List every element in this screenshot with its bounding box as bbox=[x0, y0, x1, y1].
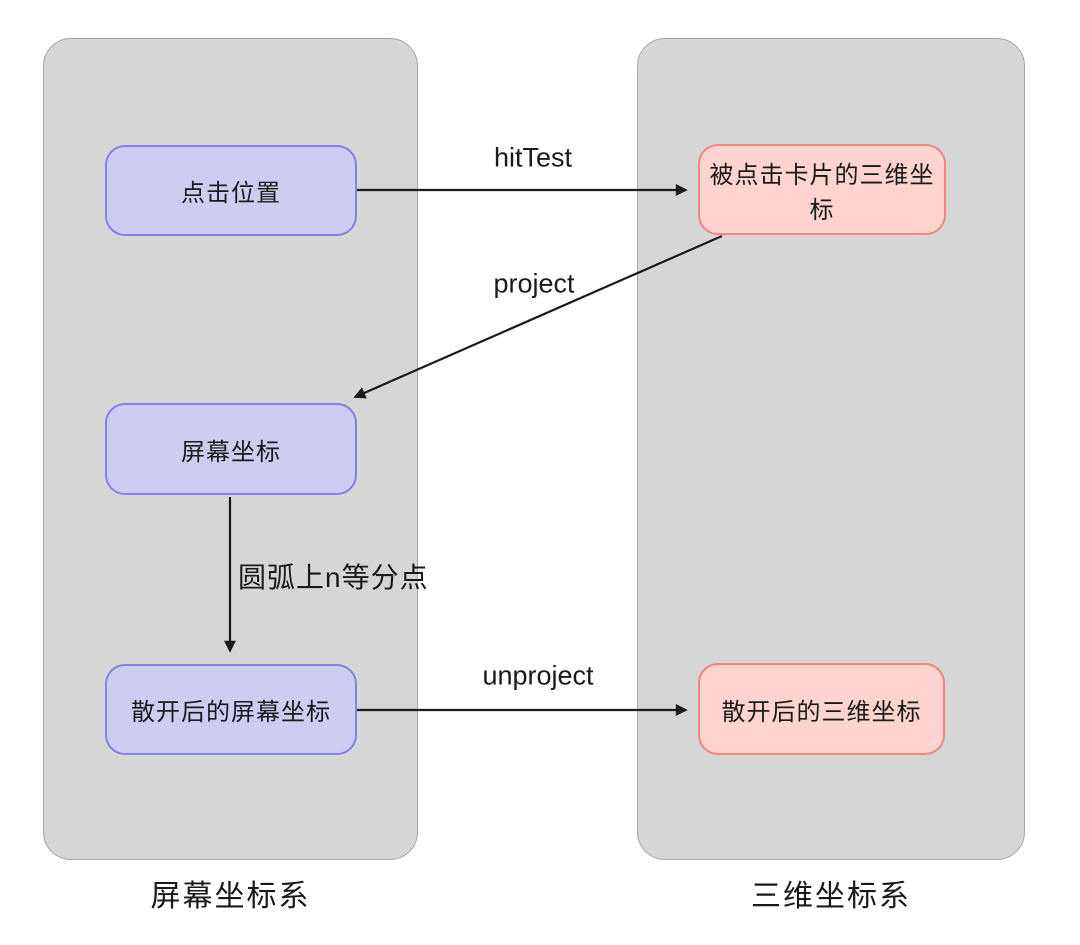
node-label: 被点击卡片的三维坐标 bbox=[709, 161, 935, 224]
node-label: 屏幕坐标 bbox=[181, 438, 281, 466]
node-label: 点击位置 bbox=[181, 180, 281, 207]
node-click-position: 点击位置 bbox=[105, 145, 357, 236]
node-label: 散开后的屏幕坐标 bbox=[131, 699, 331, 726]
caption-3d-coordinate-system: 三维坐标系 bbox=[751, 880, 911, 913]
node-scattered-3d-coord: 散开后的三维坐标 bbox=[698, 663, 945, 755]
edge-label-unproject: unproject bbox=[482, 660, 594, 691]
node-label: 散开后的三维坐标 bbox=[721, 698, 922, 726]
edge-label-project: project bbox=[493, 268, 575, 299]
edge-label-arc-n-points: 圆弧上n等分点 bbox=[238, 562, 429, 593]
node-scattered-screen-coord: 散开后的屏幕坐标 bbox=[105, 664, 357, 755]
node-clicked-card-3d-coord: 被点击卡片的三维坐标 bbox=[698, 144, 946, 235]
caption-screen-coordinate-system: 屏幕坐标系 bbox=[150, 880, 311, 913]
node-screen-coord: 屏幕坐标 bbox=[105, 403, 357, 495]
edge-label-hittest: hitTest bbox=[493, 142, 573, 173]
